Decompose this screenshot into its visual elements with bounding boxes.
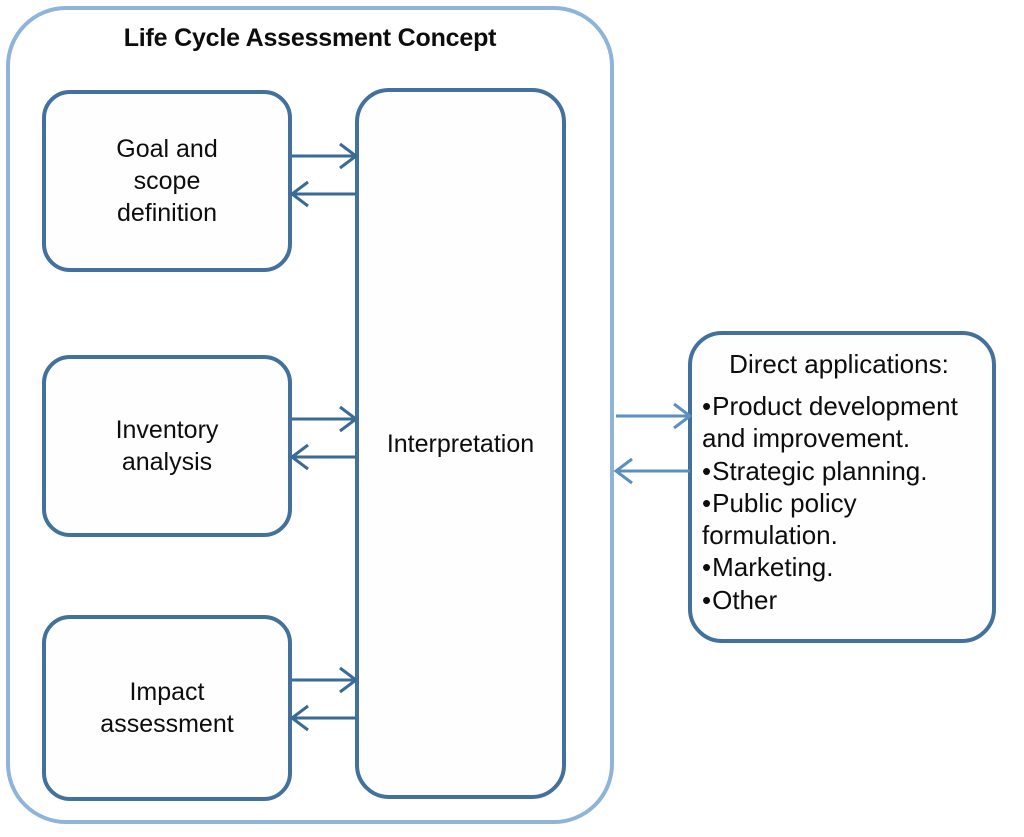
arrow-interpretation-to-impact — [289, 704, 356, 732]
page-title: Life Cycle Assessment Concept — [123, 24, 497, 52]
direct-applications-heading: Direct applications: — [729, 349, 949, 379]
arrow-goal-scope-to-interpretation — [292, 142, 359, 170]
arrow-inventory-to-interpretation — [292, 405, 359, 433]
phase-box-inventory-analysis[interactable]: Inventory analysis — [42, 355, 292, 537]
lca-framework-container — [6, 6, 614, 824]
phase-label-goal-and-scope-definition: Goal and scope definition — [116, 135, 218, 227]
list-item: Other — [702, 584, 984, 616]
direct-applications-list: Product development and improvement. Str… — [702, 390, 984, 616]
list-item: Strategic planning. — [702, 455, 984, 487]
direct-applications-box[interactable]: Direct applications: Product development… — [688, 331, 996, 643]
arrow-applications-to-interpretation — [613, 457, 690, 485]
phase-box-goal-and-scope-definition[interactable]: Goal and scope definition — [42, 90, 292, 272]
list-item: Product development and improvement. — [702, 390, 984, 454]
arrow-interpretation-to-inventory — [289, 443, 356, 471]
list-item: Public policy formulation. — [702, 487, 984, 551]
phase-label-impact-assessment: Impact assessment — [100, 678, 234, 738]
phase-box-interpretation[interactable]: Interpretation — [355, 88, 566, 799]
arrow-interpretation-to-goal-scope — [289, 180, 356, 208]
arrow-interpretation-to-applications — [616, 402, 693, 430]
list-item: Marketing. — [702, 551, 984, 583]
phase-label-inventory-analysis: Inventory analysis — [115, 416, 219, 476]
phase-label-interpretation: Interpretation — [386, 429, 535, 458]
arrow-impact-to-interpretation — [292, 666, 359, 694]
phase-box-impact-assessment[interactable]: Impact assessment — [42, 615, 292, 801]
